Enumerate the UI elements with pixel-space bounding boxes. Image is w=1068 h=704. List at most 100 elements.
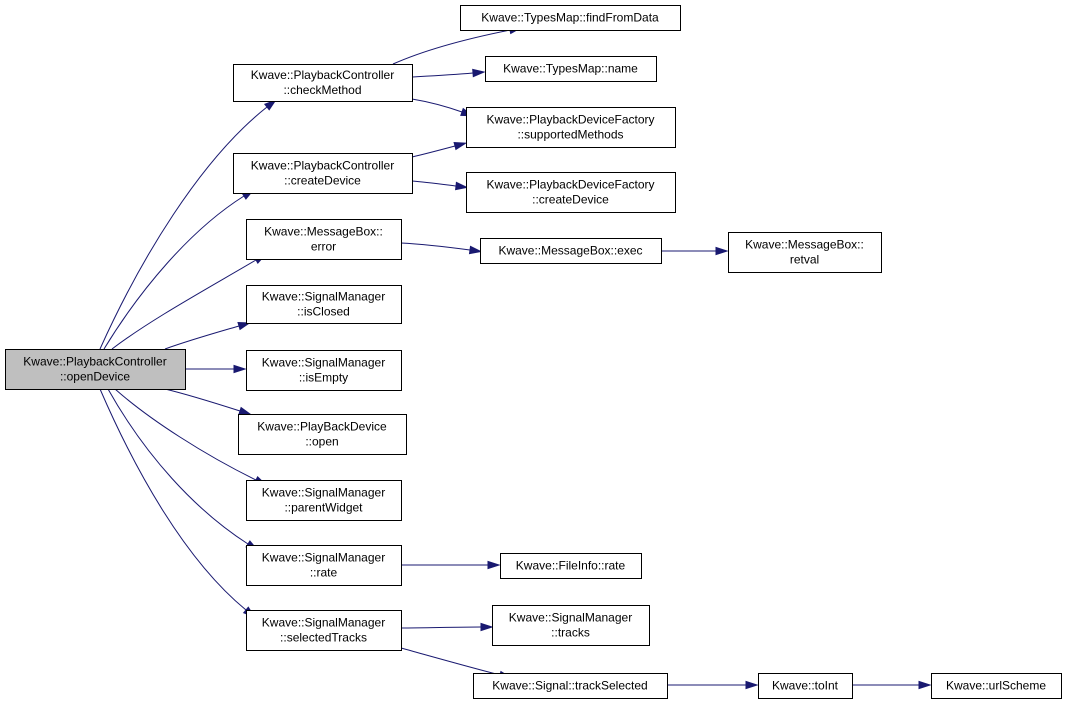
- edge-line: [392, 29, 511, 65]
- node-openDevice[interactable]: Kwave::PlaybackController::openDevice: [5, 349, 186, 390]
- node-label-line: Kwave::Signal::trackSelected: [492, 679, 647, 693]
- node-selectedTracks[interactable]: Kwave::SignalManager::selectedTracks: [246, 610, 402, 651]
- node-smRate[interactable]: Kwave::SignalManager::rate: [246, 545, 402, 586]
- node-retval[interactable]: Kwave::MessageBox::retval: [728, 232, 882, 273]
- arrowhead-icon: [715, 246, 729, 256]
- node-fiRate[interactable]: Kwave::FileInfo::rate: [500, 553, 642, 579]
- node-parentWidget[interactable]: Kwave::SignalManager::parentWidget: [246, 480, 402, 521]
- node-urlScheme[interactable]: Kwave::urlScheme: [931, 673, 1062, 699]
- edge-openDevice-to-pbOpen: [164, 388, 253, 415]
- node-box: [473, 673, 668, 699]
- node-label-line: Kwave::TypesMap::name: [503, 62, 638, 76]
- node-box: [238, 414, 407, 455]
- node-msgExec[interactable]: Kwave::MessageBox::exec: [480, 238, 662, 264]
- edge-line: [400, 626, 482, 629]
- node-label-line: Kwave::PlaybackController: [251, 159, 394, 173]
- node-label-line: Kwave::PlaybackDeviceFactory: [486, 178, 654, 192]
- node-label-line: ::isEmpty: [299, 371, 348, 385]
- edge-line: [107, 388, 249, 545]
- node-trackSelected[interactable]: Kwave::Signal::trackSelected: [473, 673, 668, 699]
- node-label-line: Kwave::MessageBox::: [745, 238, 864, 252]
- node-toInt[interactable]: Kwave::toInt: [758, 673, 853, 699]
- edge-line: [114, 388, 257, 481]
- node-label-line: Kwave::PlayBackDevice: [257, 420, 387, 434]
- node-label-line: Kwave::toInt: [772, 679, 839, 693]
- node-label-line: Kwave::urlScheme: [946, 679, 1046, 693]
- edge-openDevice-to-isClosed: [164, 321, 252, 350]
- arrowhead-icon: [233, 364, 247, 374]
- node-box: [492, 605, 650, 646]
- node-box: [485, 56, 657, 82]
- edge-toInt-to-urlScheme: [852, 680, 932, 690]
- edge-line: [164, 388, 241, 412]
- node-box: [758, 673, 853, 699]
- arrowhead-icon: [238, 406, 253, 415]
- edge-checkMethod-to-tmName: [411, 68, 486, 78]
- edge-selectedTracks-to-smTracks: [400, 622, 494, 632]
- edge-line: [411, 98, 463, 113]
- node-box: [460, 5, 681, 31]
- edge-line: [411, 145, 456, 158]
- node-label-line: ::tracks: [551, 626, 590, 640]
- arrowhead-icon: [480, 622, 494, 632]
- nodes-layer: Kwave::PlaybackController::openDeviceKwa…: [5, 5, 1062, 699]
- node-box: [931, 673, 1062, 699]
- node-box: [246, 219, 402, 260]
- node-label-line: ::checkMethod: [283, 83, 361, 97]
- edge-trackSelected-to-toInt: [667, 680, 759, 690]
- node-findFromData[interactable]: Kwave::TypesMap::findFromData: [460, 5, 681, 31]
- node-label-line: error: [311, 240, 336, 254]
- node-label-line: ::createDevice: [284, 174, 361, 188]
- edge-line: [111, 259, 257, 350]
- node-msgError[interactable]: Kwave::MessageBox::error: [246, 219, 402, 260]
- edge-checkMethod-to-supportedMethods: [411, 98, 474, 117]
- edge-line: [400, 647, 501, 676]
- node-isClosed[interactable]: Kwave::SignalManager::isClosed: [246, 285, 402, 324]
- node-label-line: Kwave::PlaybackController: [251, 68, 394, 82]
- node-box: [246, 610, 402, 651]
- node-box: [5, 349, 186, 390]
- node-label-line: Kwave::SignalManager: [509, 611, 632, 625]
- arrowhead-icon: [468, 245, 483, 255]
- edge-msgError-to-msgExec: [400, 242, 483, 255]
- node-box: [246, 350, 402, 391]
- node-box: [233, 64, 413, 102]
- edge-line: [411, 72, 474, 78]
- node-isEmpty[interactable]: Kwave::SignalManager::isEmpty: [246, 350, 402, 391]
- edge-line: [400, 242, 471, 251]
- node-label-line: Kwave::FileInfo::rate: [516, 559, 626, 573]
- edge-openDevice-to-isEmpty: [185, 364, 247, 374]
- edge-line: [411, 180, 457, 187]
- node-label-line: Kwave::SignalManager: [262, 551, 385, 565]
- node-checkMethod[interactable]: Kwave::PlaybackController::checkMethod: [233, 64, 413, 102]
- edge-createDevice-to-factCreateDevice: [411, 180, 469, 191]
- node-label-line: Kwave::MessageBox::exec: [498, 244, 642, 258]
- node-label-line: Kwave::SignalManager: [262, 616, 385, 630]
- node-createDevice[interactable]: Kwave::PlaybackController::createDevice: [233, 153, 413, 194]
- node-box: [728, 232, 882, 273]
- edge-createDevice-to-supportedMethods: [411, 141, 468, 158]
- node-supportedMethods[interactable]: Kwave::PlaybackDeviceFactory::supportedM…: [466, 107, 676, 148]
- node-box: [500, 553, 642, 579]
- node-label-line: ::parentWidget: [284, 501, 363, 515]
- node-box: [246, 285, 402, 324]
- arrowhead-icon: [918, 680, 932, 690]
- edge-line: [103, 195, 245, 350]
- edge-msgExec-to-retval: [661, 246, 729, 256]
- node-smTracks[interactable]: Kwave::SignalManager::tracks: [492, 605, 650, 646]
- node-box: [233, 153, 413, 194]
- edge-openDevice-to-selectedTracks: [99, 388, 256, 619]
- arrowhead-icon: [263, 99, 277, 111]
- node-label-line: retval: [790, 253, 819, 267]
- node-box: [246, 545, 402, 586]
- node-label-line: ::open: [305, 435, 338, 449]
- node-label-line: Kwave::PlaybackController: [23, 355, 166, 369]
- node-label-line: Kwave::TypesMap::findFromData: [481, 11, 659, 25]
- node-pbOpen[interactable]: Kwave::PlayBackDevice::open: [238, 414, 407, 455]
- node-factCreateDevice[interactable]: Kwave::PlaybackDeviceFactory::createDevi…: [466, 172, 676, 213]
- edge-line: [164, 325, 240, 350]
- node-tmName[interactable]: Kwave::TypesMap::name: [485, 56, 657, 82]
- edge-openDevice-to-checkMethod: [99, 99, 277, 350]
- node-label-line: Kwave::SignalManager: [262, 486, 385, 500]
